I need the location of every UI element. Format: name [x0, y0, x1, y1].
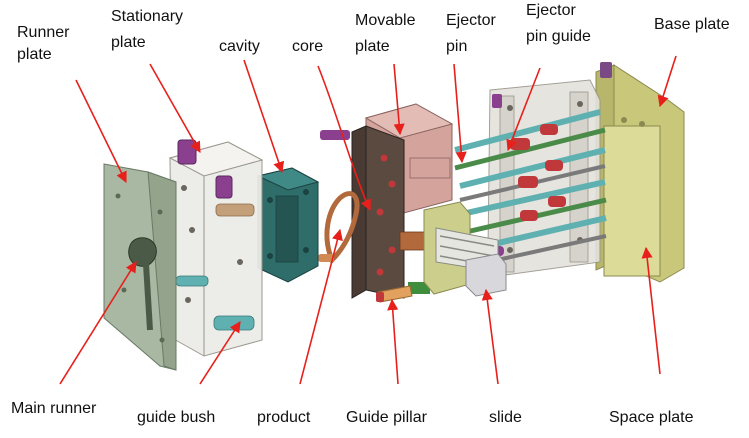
ejector-pins: [454, 94, 607, 268]
main-runner-channel: [128, 237, 157, 267]
arrow-main-runner: [59, 261, 137, 385]
label-slide: slide: [489, 409, 522, 426]
runner-plate: [103, 163, 177, 371]
label-product: product: [257, 409, 311, 426]
arrow-ejector-pin: [453, 63, 467, 164]
leader-arrows: [59, 55, 677, 385]
slide-assembly: [423, 201, 507, 297]
arrow-runner-plate: [75, 79, 127, 184]
label-guide-pillar: Guide pillar: [346, 409, 427, 426]
label-cavity: cavity: [219, 38, 260, 55]
space-plate: [603, 125, 661, 277]
arrow-space-plate: [641, 246, 661, 375]
label-ejector-pin-guide: Ejector pin guide: [526, 2, 591, 45]
label-base-plate: Base plate: [654, 16, 730, 33]
arrow-ejector-pin-guide: [506, 67, 541, 152]
base-plate-assembly: [595, 62, 685, 283]
label-guide-bush: guide bush: [137, 409, 216, 426]
ejector-pin-plate: [487, 79, 601, 277]
label-core: core: [292, 38, 324, 55]
movable-plate: [320, 103, 454, 299]
label-main-runner: Main runner: [11, 400, 97, 417]
arrow-slide: [481, 288, 499, 385]
label-stationary-plate: Stationary plate: [111, 8, 184, 51]
arrow-guide-pillar: [387, 298, 399, 385]
label-movable-plate: Movable plate: [355, 12, 416, 55]
arrow-movable-plate: [393, 63, 405, 136]
guide-pillar: [376, 285, 413, 303]
slide-block: [465, 253, 507, 297]
arrow-stationary-plate: [149, 63, 201, 153]
product: [318, 191, 360, 265]
label-ejector-pin: Ejector pin: [446, 12, 496, 55]
label-runner-plate: Runner plate: [17, 24, 70, 63]
stationary-plate: [168, 139, 264, 357]
label-space-plate: Space plate: [609, 409, 694, 426]
cavity-block: [256, 167, 320, 283]
arrow-base-plate: [657, 55, 677, 108]
arrow-product: [299, 228, 343, 385]
arrow-core: [317, 65, 371, 212]
arrow-cavity: [243, 59, 285, 174]
arrow-guide-bush: [199, 321, 241, 385]
